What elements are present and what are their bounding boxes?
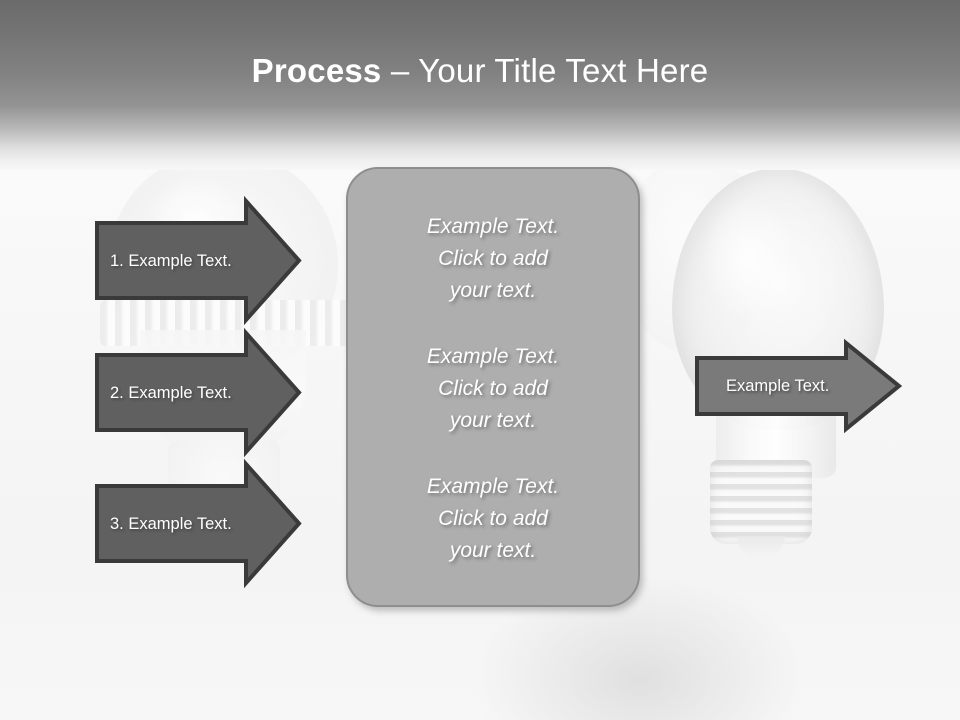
header-band	[0, 0, 960, 170]
arrow-right-shape-icon	[95, 458, 302, 589]
process-step-arrow-3-label: 3. Example Text.	[110, 514, 232, 533]
page-title-rest: – Your Title Text Here	[381, 52, 709, 89]
process-step-arrow-1[interactable]: 1. Example Text.	[94, 195, 302, 326]
process-outcome-arrow-label: Example Text.	[726, 377, 830, 395]
panel-text-block-1[interactable]: Example Text. Click to add your text.	[426, 215, 560, 302]
panel-text-block-3[interactable]: Example Text. Click to add your text.	[426, 475, 560, 562]
page-title: Process – Your Title Text Here	[0, 50, 960, 92]
process-outcome-arrow[interactable]: Example Text.	[694, 338, 903, 434]
panel-text-block-2[interactable]: Example Text. Click to add your text.	[426, 345, 560, 432]
right-bulb-contact-tip	[737, 536, 785, 558]
arrow-right-shape-icon	[95, 327, 302, 458]
arrow-right-shape-icon	[695, 338, 903, 434]
right-bulb-screw-base	[710, 460, 812, 544]
page-title-bold: Process	[251, 52, 382, 89]
process-step-arrow-3[interactable]: 3. Example Text.	[94, 458, 302, 589]
center-content-panel[interactable]: Example Text. Click to add your text. Ex…	[346, 167, 640, 607]
process-step-arrow-2-label: 2. Example Text.	[110, 383, 232, 402]
process-step-arrow-1-label: 1. Example Text.	[110, 251, 232, 270]
process-step-arrow-2[interactable]: 2. Example Text.	[94, 327, 302, 458]
arrow-right-shape-icon	[95, 195, 302, 326]
